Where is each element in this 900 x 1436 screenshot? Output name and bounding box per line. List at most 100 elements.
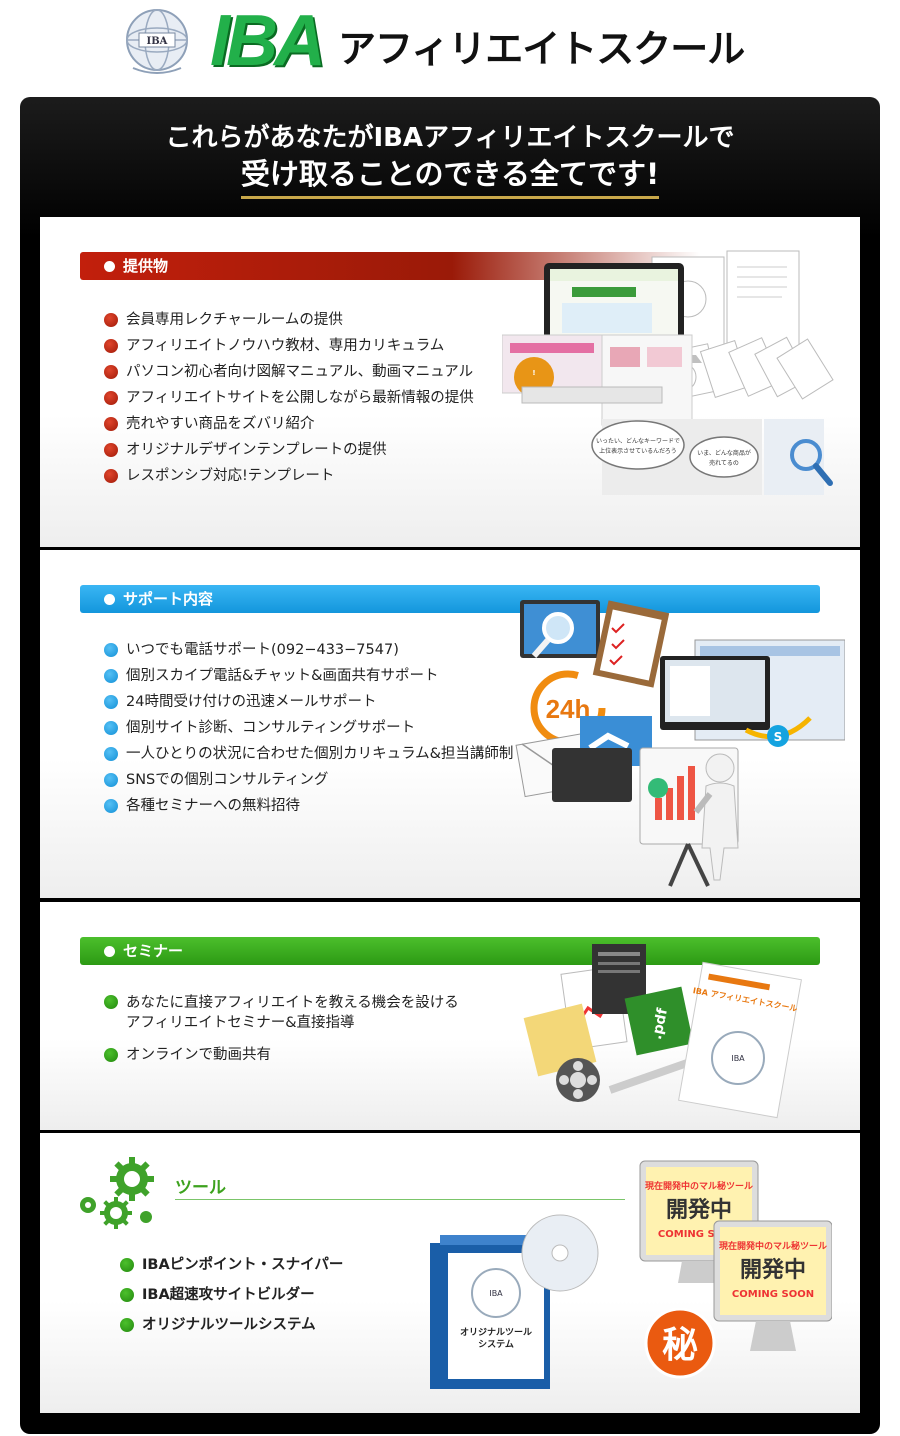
list-item: 一人ひとりの状況に合わせた個別カリキュラム&担当講師制 <box>104 741 513 767</box>
list-item: アフィリエイトノウハウ教材、専用カリキュラム <box>104 333 474 359</box>
magnifier-icon <box>790 439 833 486</box>
tools-list: IBAピンポイント・スナイパー IBA超速攻サイトビルダー オリジナルツールシス… <box>120 1250 343 1340</box>
iba-emblem-icon: IBA <box>126 9 188 74</box>
list-item: レスポンシブ対応!テンプレート <box>104 463 474 489</box>
bullet-icon <box>104 365 118 379</box>
pen-icon <box>608 1058 692 1094</box>
bullet-dot-icon <box>104 261 115 272</box>
list-item-label: 会員専用レクチャールームの提供 <box>126 312 343 328</box>
list-item-label: IBA超速攻サイトビルダー <box>142 1287 315 1303</box>
panel-support: サポート内容 いつでも電話サポート(092−433−7547) 個別スカイプ電話… <box>40 550 860 898</box>
list-item-label: いつでも電話サポート(092−433−7547) <box>126 642 399 658</box>
bullet-icon <box>104 339 118 353</box>
section-title: 提供物 <box>123 257 169 275</box>
list-item-label: 個別サイト診断、コンサルティングサポート <box>126 720 416 736</box>
list-item-label: オリジナルデザインテンプレートの提供 <box>126 442 387 458</box>
list-item-label: 各種セミナーへの無料招待 <box>126 798 300 814</box>
screen-top-text: 現在開発中のマル秘ツール <box>719 1240 827 1252</box>
speech-bubble-2-cont: 売れてるの <box>709 459 739 467</box>
headline-line2: 受け取ることのできる全てです! <box>240 156 660 199</box>
seminar-illustration: .pdf IBA アフィリエイトスクール IBA <box>523 944 802 1119</box>
section-header-support: サポート内容 <box>80 585 820 613</box>
bullet-icon <box>120 1258 134 1272</box>
svg-text:IBA: IBA <box>731 1054 745 1063</box>
list-item-label: SNSでの個別コンサルティング <box>126 772 329 788</box>
list-item: IBA超速攻サイトビルダー <box>120 1280 343 1310</box>
svg-text:IBA: IBA <box>489 1289 503 1298</box>
list-item: オリジナルデザインテンプレートの提供 <box>104 437 474 463</box>
list-item-label: アフィリエイトノウハウ教材、専用カリキュラム <box>126 338 445 354</box>
bullet-icon <box>104 773 118 787</box>
list-item: オンラインで動画共有 <box>104 1042 459 1068</box>
screen-main-text: 開発中 <box>740 1258 806 1283</box>
logo-suffix: アフィリエイトスクール <box>338 27 745 71</box>
bullet-icon <box>120 1318 134 1332</box>
bullet-icon <box>104 417 118 431</box>
film-reel-icon <box>556 1058 600 1102</box>
bullet-icon <box>104 443 118 457</box>
screen-top-text: 現在開発中のマル秘ツール <box>645 1180 753 1192</box>
panel-tools: ツール IBAピンポイント・スナイパー IBA超速攻サイトビルダー オリジナルツ… <box>40 1133 860 1413</box>
bullet-icon <box>104 643 118 657</box>
pdf-file-icon: .pdf <box>624 986 694 1056</box>
bullet-dot-icon <box>104 946 115 957</box>
secret-mark-text: 秘 <box>662 1325 698 1366</box>
headline-line1: これらがあなたがIBAアフィリエイトスクールで <box>165 123 735 153</box>
gears-icon <box>80 1157 154 1229</box>
presenter-figure-icon <box>693 753 739 881</box>
bullet-icon <box>104 391 118 405</box>
screen-sub-text: COMING SOON <box>658 1229 740 1240</box>
section-title-tools: ツール <box>175 1178 226 1198</box>
secret-mark-icon: 秘 <box>644 1307 716 1379</box>
list-item-label: アフィリエイトサイトを公開しながら最新情報の提供 <box>126 390 474 406</box>
provided-list: 会員専用レクチャールームの提供 アフィリエイトノウハウ教材、専用カリキュラム パ… <box>104 307 474 489</box>
list-item: 個別サイト診断、コンサルティングサポート <box>104 715 513 741</box>
list-item-label: IBAピンポイント・スナイパー <box>142 1257 344 1273</box>
curriculum-book-icon: IBA アフィリエイトスクール IBA <box>678 961 802 1119</box>
tools-illustration: IBA オリジナルツール システム 現在開発中のマル秘ツール 開発中 COMIN… <box>430 1160 832 1389</box>
list-item: 24時間受け付けの迅速メールサポート <box>104 689 513 715</box>
cd-disc-icon <box>521 1214 599 1292</box>
site-header: IBA IBA アフィリエイトスクール <box>0 0 900 92</box>
seminar-list: あなたに直接アフィリエイトを教える機会を設けるアフィリエイトセミナー&直接指導 … <box>104 990 459 1068</box>
list-item: IBAピンポイント・スナイパー <box>120 1250 343 1280</box>
list-item: 会員専用レクチャールームの提供 <box>104 307 474 333</box>
list-item: SNSでの個別コンサルティング <box>104 767 513 793</box>
svg-text:IBA: IBA <box>147 36 168 47</box>
list-item: パソコン初心者向け図解マニュアル、動画マニュアル <box>104 359 474 385</box>
computer-screens-icon <box>660 639 845 741</box>
bullet-icon <box>104 1048 118 1062</box>
panel-provided: 提供物 会員専用レクチャールームの提供 アフィリエイトノウハウ教材、専用カリキュ… <box>40 217 860 547</box>
clipboard-checklist-icon <box>592 600 670 688</box>
bullet-icon <box>104 995 118 1009</box>
speech-bubble-2: いま、どんな商品が <box>697 449 751 457</box>
list-item: 個別スカイプ電話&チャット&画面共有サポート <box>104 663 513 689</box>
skype-icon: S <box>744 716 812 747</box>
monitor-front-icon: 現在開発中のマル秘ツール 開発中 COMING SOON <box>713 1220 832 1351</box>
list-item: あなたに直接アフィリエイトを教える機会を設けるアフィリエイトセミナー&直接指導 <box>104 990 459 1042</box>
bullet-icon <box>104 799 118 813</box>
bullet-dot-icon <box>104 594 115 605</box>
list-item-label: 売れやすい商品をズバリ紹介 <box>126 416 315 432</box>
list-item: オリジナルツールシステム <box>120 1310 343 1340</box>
screen-main-text: 開発中 <box>666 1198 732 1223</box>
box-label-cont: システム <box>478 1339 514 1350</box>
panel-seminar: セミナー あなたに直接アフィリエイトを教える機会を設けるアフィリエイトセミナー&… <box>40 902 860 1130</box>
bullet-icon <box>120 1288 134 1302</box>
divider <box>175 1199 625 1200</box>
list-item-label: 24時間受け付けの迅速メールサポート <box>126 694 377 710</box>
list-item-label: オンラインで動画共有 <box>126 1047 271 1063</box>
list-item: 売れやすい商品をズバリ紹介 <box>104 411 474 437</box>
list-item-label: 一人ひとりの状況に合わせた個別カリキュラム&担当講師制 <box>126 746 514 762</box>
support-list: いつでも電話サポート(092−433−7547) 個別スカイプ電話&チャット&画… <box>104 637 513 819</box>
list-item-label: パソコン初心者向け図解マニュアル、動画マニュアル <box>126 364 474 380</box>
bullet-icon <box>104 695 118 709</box>
section-title: サポート内容 <box>123 590 214 608</box>
section-header-seminar: セミナー <box>80 937 820 965</box>
monitor-search-icon <box>520 600 600 658</box>
list-item-label: あなたに直接アフィリエイトを教える機会を設ける <box>126 995 459 1011</box>
svg-text:!: ! <box>532 369 535 377</box>
list-item-label: オリジナルツールシステム <box>142 1317 316 1333</box>
list-item-label: 個別スカイプ電話&チャット&画面共有サポート <box>126 668 439 684</box>
bullet-icon <box>104 669 118 683</box>
